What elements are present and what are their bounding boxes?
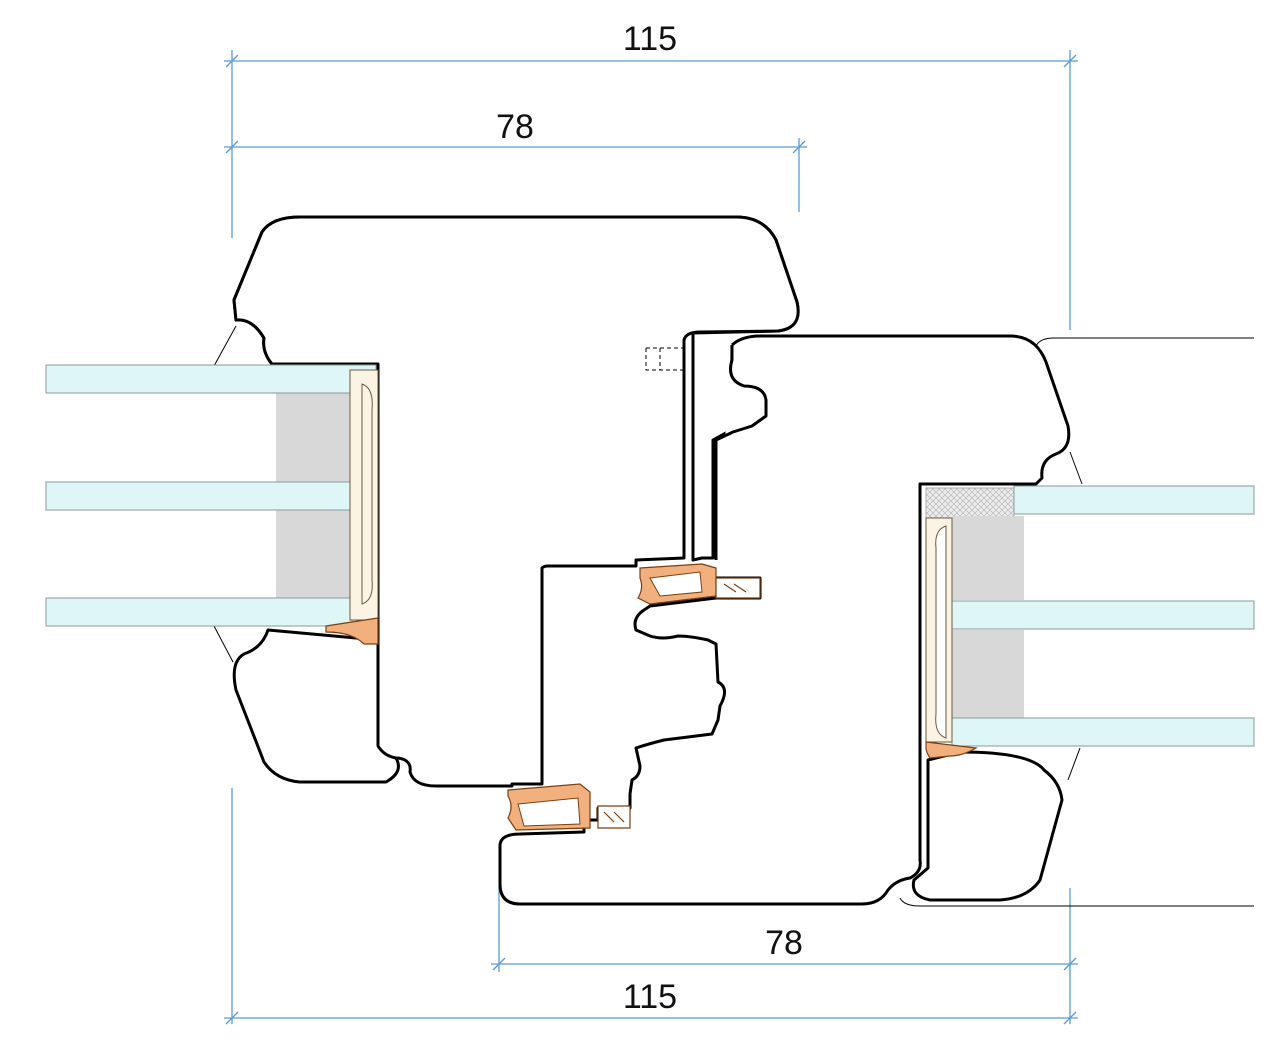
right-glazing-unit (925, 485, 1255, 759)
right-glazing-bead (925, 517, 953, 743)
left-sash-lower-rail (232, 628, 400, 784)
right-glass-pane-1 (1013, 485, 1255, 515)
left-sash-profile (213, 215, 800, 788)
lower-weather-gasket (507, 783, 631, 831)
right-frame-profile (498, 334, 1254, 907)
left-glass-pane-2 (45, 481, 353, 511)
dimension-bottom-inner: 78 (491, 886, 1078, 1024)
upper-weather-gasket (637, 563, 761, 605)
right-glass-pane-3 (951, 717, 1255, 747)
right-setting-block (925, 487, 1015, 519)
right-spacer-upper (952, 516, 1024, 600)
left-bead-gasket (325, 617, 379, 645)
dimension-bottom-outer: 115 (224, 788, 1078, 1025)
left-glazing-bead (349, 369, 379, 621)
left-spacer-lower (276, 510, 350, 598)
left-glass-pane-1 (45, 364, 377, 394)
dimension-label-bottom-outer: 115 (623, 978, 677, 1016)
right-frame-body (498, 334, 1071, 906)
dimension-label-bottom-inner: 78 (765, 924, 803, 962)
left-glass-pane-3 (45, 597, 353, 627)
hardware-pin-dashed (645, 347, 684, 371)
left-spacer-upper (276, 393, 350, 483)
right-bead-gasket (925, 741, 978, 759)
dimension-label-top-outer: 115 (623, 20, 677, 58)
left-glazing-unit (45, 364, 379, 645)
dimension-top-outer: 115 (224, 20, 1078, 330)
dimension-label-top-inner: 78 (496, 108, 534, 146)
dimension-top-inner: 78 (224, 108, 807, 212)
right-glass-pane-2 (951, 600, 1255, 630)
right-sash-lower-rail (911, 750, 1064, 902)
right-spacer-lower (952, 630, 1024, 718)
